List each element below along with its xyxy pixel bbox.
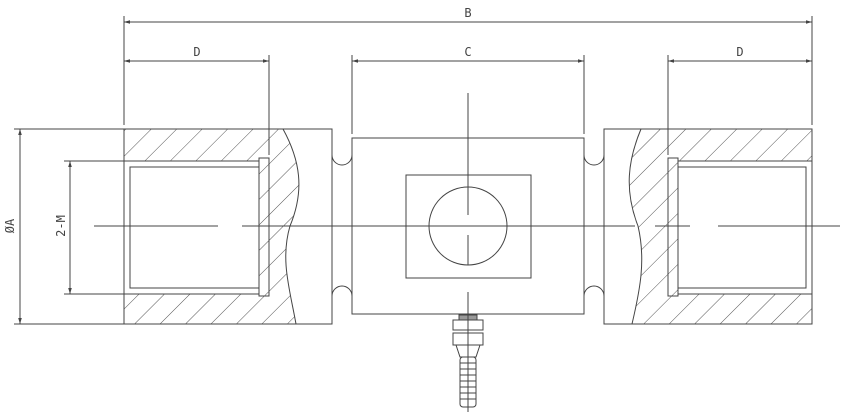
label-b: B <box>464 6 471 20</box>
label-d-right: D <box>736 45 743 59</box>
dimensions: B C D D ØA 2-M <box>3 6 813 325</box>
label-m: 2-M <box>54 215 68 237</box>
label-a: ØA <box>3 218 17 233</box>
label-d-left: D <box>193 45 200 59</box>
centerlines <box>94 93 840 412</box>
label-c: C <box>464 45 471 59</box>
